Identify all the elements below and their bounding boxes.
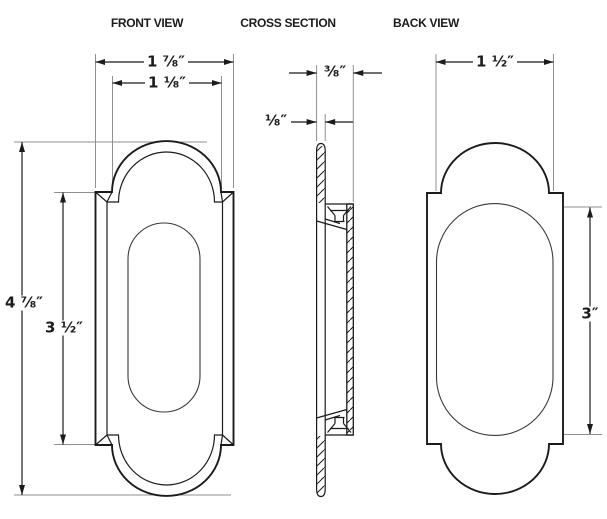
dim-front-arch-width: 1 ¹⁄₈″ (144, 75, 190, 91)
front-view-drawing (14, 54, 235, 497)
front-extension-lines (14, 54, 234, 496)
section-bottom-transition (316, 408, 347, 421)
cross-section-drawing (289, 65, 382, 498)
front-bevel-wedges (95, 191, 234, 446)
front-plate-outline (94, 140, 235, 497)
section-extension-lines (316, 65, 354, 202)
back-recess-bulge-outline (435, 203, 554, 436)
dim-back-recess-height: 3″ (578, 306, 602, 322)
section-face-hatch-top (317, 146, 325, 203)
dim-back-overall-width: 1 ¹⁄₂″ (472, 54, 518, 70)
dim-section-overall-depth: ³⁄₈″ (320, 64, 350, 80)
section-bottom-screw-detail (327, 416, 352, 433)
dim-front-body-height: 3 ¹⁄₂″ (41, 320, 87, 336)
cross-section-title: CROSS SECTION (240, 16, 336, 30)
section-face-plate (316, 142, 326, 498)
front-recess-outline (127, 222, 201, 413)
back-view-title: BACK VIEW (393, 16, 459, 30)
back-plate-outline (426, 142, 564, 495)
section-back-wall (346, 203, 354, 436)
section-dimension-lines (289, 70, 382, 125)
front-view-title: FRONT VIEW (110, 16, 184, 30)
back-view-drawing (426, 54, 602, 495)
dim-section-face-thickness: ¹⁄₈″ (261, 113, 291, 129)
section-face-hatch-bottom (317, 436, 325, 493)
dim-front-overall-height: 4 ⁷⁄₈″ (1, 295, 47, 311)
section-top-transition (316, 218, 347, 231)
section-top-screw-detail (327, 206, 352, 223)
dim-front-overall-width: 1 ⁷⁄₈″ (143, 54, 189, 70)
